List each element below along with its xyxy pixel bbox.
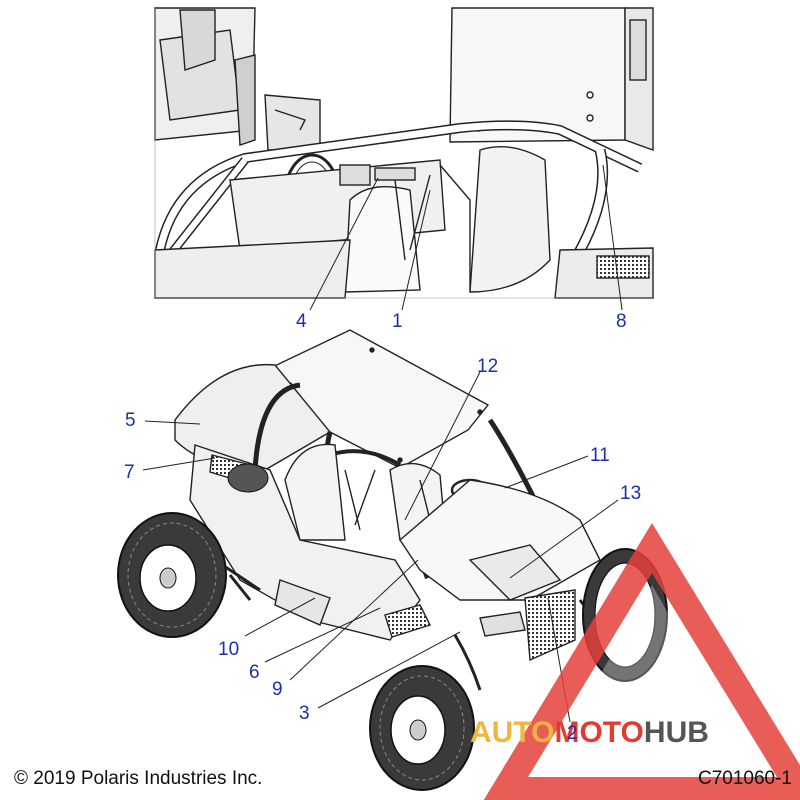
callout-10: 10 — [218, 639, 240, 660]
callout-3: 3 — [299, 703, 310, 724]
callout-13: 13 — [620, 483, 642, 504]
copyright-text: © 2019 Polaris Industries Inc. — [14, 768, 263, 789]
callout-4: 4 — [296, 311, 307, 332]
callout-9: 9 — [272, 679, 283, 700]
watermark-text: AUTOMOTOHUB — [470, 716, 709, 750]
callout-1: 1 — [392, 311, 403, 332]
wheel-rear-right — [227, 463, 269, 493]
callout-11: 11 — [590, 445, 610, 466]
callout-6: 6 — [249, 662, 260, 683]
watermark-auto: AUTO — [470, 716, 555, 749]
watermark-moto: MOTO — [554, 716, 644, 749]
watermark-hub: HUB — [643, 716, 709, 749]
callout-2: 2 — [567, 723, 578, 744]
cockpit-detail-view — [154, 7, 654, 299]
wheel-front-left — [369, 665, 475, 791]
callout-12: 12 — [477, 356, 499, 377]
diagram-code: C701060-1 — [697, 768, 792, 789]
top-leader-lines — [309, 164, 623, 311]
callout-5: 5 — [125, 410, 136, 431]
watermark-logo — [483, 523, 800, 800]
vehicle-isometric-view — [174, 329, 612, 691]
wheel-rear-left — [117, 512, 227, 638]
callout-7: 7 — [124, 462, 135, 483]
callout-8: 8 — [616, 311, 627, 332]
